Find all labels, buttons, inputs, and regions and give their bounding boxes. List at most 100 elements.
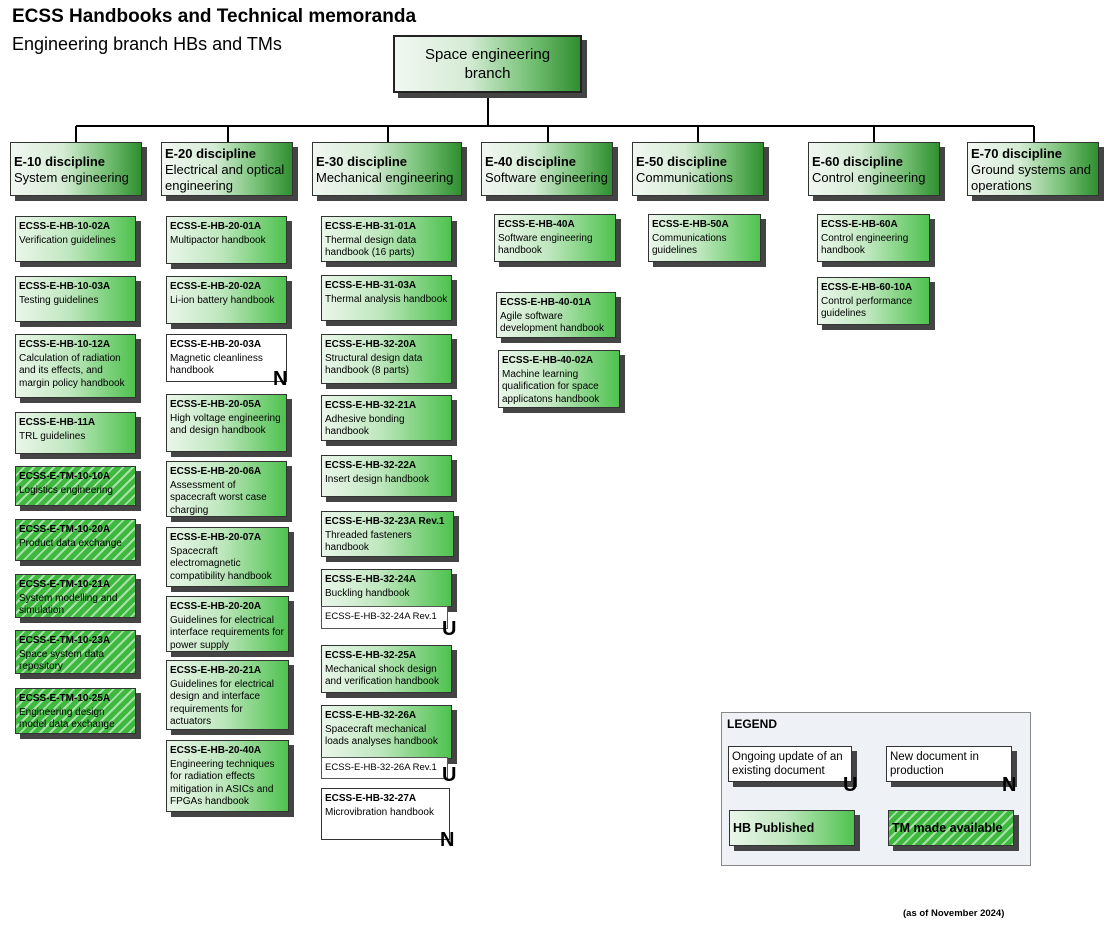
update-mark: U [442,764,457,786]
doc-title: Communications guidelines [652,232,727,257]
doc-ecss-e-tm-10-10a: ECSS-E-TM-10-10A Logistics engineering [15,466,136,506]
doc-code: ECSS-E-TM-10-23A [19,635,111,646]
doc-code: ECSS-E-HB-32-26A [325,710,417,721]
doc-code: ECSS-E-HB-32-25A [325,650,417,661]
discipline-name: System engineering [14,170,129,185]
page-subtitle: Engineering branch HBs and TMs [12,34,282,54]
doc-title: Magnetic cleanliness handbook [170,352,263,377]
doc-title: Control engineering handbook [821,232,909,257]
doc-title: Guidelines for electrical design and int… [170,678,274,728]
as-of-date: (as of November 2024) [903,908,1005,919]
doc-title: Engineering design model data exchange [19,706,115,731]
revision-ecss-e-hb-32-24a-rev1: ECSS-E-HB-32-24A Rev.1 [321,606,448,629]
doc-code: ECSS-E-HB-40-01A [500,297,592,308]
legend-hb-label: HB Published [733,821,815,835]
doc-ecss-e-hb-40-01a: ECSS-E-HB-40-01A Agile software developme… [496,292,616,338]
doc-title: Testing guidelines [19,294,99,306]
legend-tm-box: TM made available [888,810,1014,846]
discipline-e10: E-10 discipline System engineering [10,142,142,196]
discipline-e30: E-30 discipline Mechanical engineering [312,142,462,196]
doc-code: ECSS-E-HB-60A [821,219,898,230]
doc-code: ECSS-E-HB-31-01A [325,221,417,232]
doc-title: Adhesive bonding handbook [325,413,405,438]
doc-title: Agile software development handbook [500,310,604,335]
discipline-name: Communications [636,170,733,185]
doc-title: Structural design data handbook (8 parts… [325,352,423,377]
doc-title: Microvibration handbook [325,806,434,818]
doc-code: ECSS-E-HB-31-03A [325,280,417,291]
doc-title: Space system data repository [19,648,105,673]
doc-title: System modelling and simulation [19,592,118,617]
doc-title: Software engineering handbook [498,232,593,257]
doc-code: ECSS-E-HB-32-27A [325,793,417,804]
legend-hb-box: HB Published [729,810,855,846]
doc-ecss-e-hb-11a: ECSS-E-HB-11A TRL guidelines [15,412,136,454]
doc-ecss-e-tm-10-21a: ECSS-E-TM-10-21A System modelling and sim… [15,574,136,618]
doc-title: Li-ion battery handbook [170,294,275,306]
doc-title: Control performance guidelines [821,295,913,320]
page-title: ECSS Handbooks and Technical memoranda [12,6,417,27]
legend-update-box: Ongoing update of an existing document [728,746,852,782]
discipline-code: E-30 discipline [316,154,408,169]
doc-title: Assessment of spacecraft worst case char… [170,479,267,516]
doc-title: Spacecraft mechanical loads analyses han… [325,723,438,748]
discipline-name: Software engineering [485,170,608,185]
legend-update-mark: U [843,774,858,796]
doc-ecss-e-tm-10-25a: ECSS-E-TM-10-25A Engineering design model… [15,688,136,734]
discipline-code: E-70 discipline [971,146,1063,161]
legend-tm-label: TM made available [892,821,1003,835]
legend-update-label: Ongoing update of an existing document [732,751,843,777]
discipline-e60: E-60 discipline Control engineering [808,142,940,196]
doc-title: Threaded fasteners handbook [325,529,412,554]
doc-code: ECSS-E-HB-20-06A [170,466,262,477]
doc-code: ECSS-E-HB-50A [652,219,729,230]
doc-ecss-e-hb-20-06a: ECSS-E-HB-20-06A Assessment of spacecraft… [166,461,287,517]
doc-title: Logistics engineering [19,484,113,496]
doc-title: Spacecraft electromagnetic compatibility… [170,545,272,582]
doc-code: ECSS-E-TM-10-21A [19,579,111,590]
root-line-2: branch [464,65,511,82]
update-mark: U [442,618,457,640]
doc-code: ECSS-E-HB-32-20A [325,339,417,350]
discipline-code: E-40 discipline [485,154,577,169]
new-document-mark: N [273,368,288,390]
doc-code: ECSS-E-HB-20-05A [170,399,262,410]
doc-ecss-e-hb-50a: ECSS-E-HB-50A Communications guidelines [648,214,761,262]
discipline-name: Electrical and optical engineering [165,162,285,193]
legend-new-box: New document in production [886,746,1012,782]
discipline-name: Control engineering [812,170,926,185]
doc-code: ECSS-E-HB-20-20A [170,601,262,612]
doc-title: Multipactor handbook [170,234,266,246]
doc-code: ECSS-E-HB-11A [19,417,96,428]
doc-ecss-e-hb-40a: ECSS-E-HB-40A Software engineering handbo… [494,214,616,262]
doc-code: ECSS-E-TM-10-10A [19,471,111,482]
doc-title: Mechanical shock design and verification… [325,663,439,688]
doc-code: ECSS-E-HB-40-02A [502,355,594,366]
doc-title: Calculation of radiation and its effects… [19,352,125,389]
discipline-code: E-10 discipline [14,154,106,169]
doc-title: Thermal analysis handbook [325,293,448,305]
doc-code: ECSS-E-TM-10-25A [19,693,111,704]
doc-title: Insert design handbook [325,473,429,485]
doc-title: TRL guidelines [19,430,86,442]
doc-ecss-e-hb-32-27a: ECSS-E-HB-32-27A Microvibration handbook [321,788,450,840]
doc-title: Verification guidelines [19,234,116,246]
doc-ecss-e-hb-32-25a: ECSS-E-HB-32-25A Mechanical shock design … [321,645,452,693]
doc-code: ECSS-E-HB-20-21A [170,665,262,676]
doc-code: ECSS-E-TM-10-20A [19,524,111,535]
doc-code: ECSS-E-HB-40A [498,219,575,230]
